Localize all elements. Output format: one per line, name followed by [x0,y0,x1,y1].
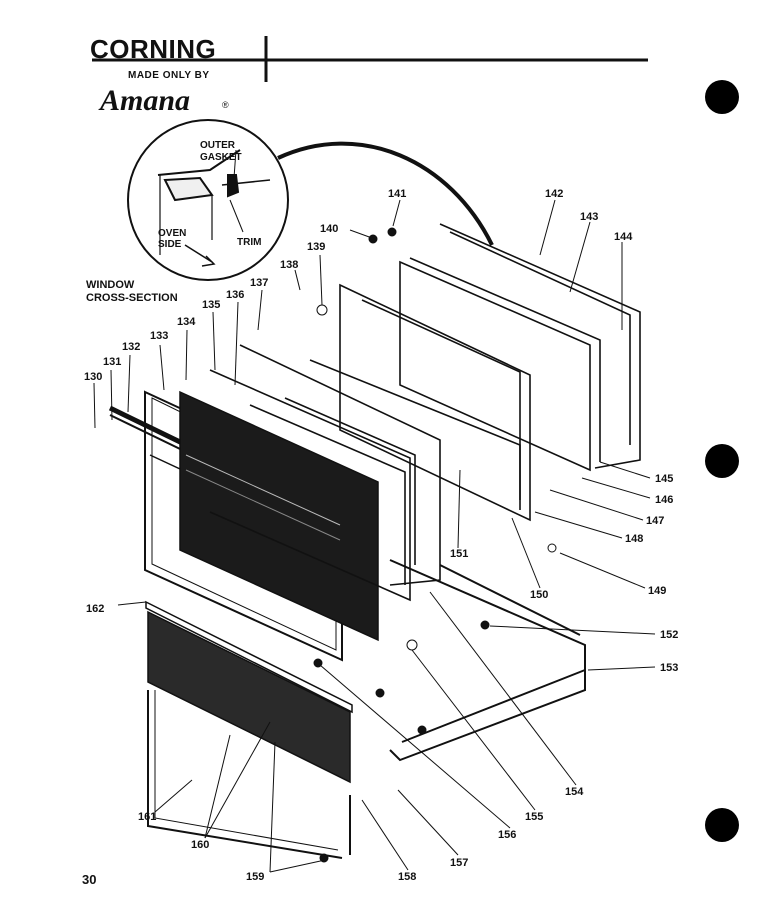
oven-side-label-1: OVEN [158,228,186,239]
lower-vent-grille [145,600,353,859]
part-label-147: 147 [646,515,664,527]
part-label-146: 146 [655,494,673,506]
middle-door-panels [209,223,641,602]
binder-hole-3 [705,808,739,842]
window-caption-2: CROSS-SECTION [86,292,178,304]
trim-label: TRIM [237,237,261,248]
part-label-161: 161 [138,811,156,823]
window-cross-section-inset [127,119,494,281]
part-label-156: 156 [498,829,516,841]
leader-lines [93,199,656,873]
part-label-138: 138 [280,259,298,271]
registered-mark: ® [222,100,229,110]
part-label-150: 150 [530,589,548,601]
part-label-149: 149 [648,585,666,597]
part-label-152: 152 [660,629,678,641]
door-bottom-panel [389,559,586,762]
part-label-157: 157 [450,857,468,869]
part-label-135: 135 [202,299,220,311]
part-label-144: 144 [614,231,633,243]
part-label-145: 145 [655,473,673,485]
part-label-143: 143 [580,211,598,223]
part-label-154: 154 [565,786,584,798]
hardware-pieces [313,227,557,863]
outer-gasket-label-2: GASKET [200,152,242,163]
part-label-153: 153 [660,662,678,674]
part-label-151: 151 [450,548,468,560]
header-rules [92,36,648,82]
outer-gasket-label-1: OUTER [200,140,236,151]
part-number-labels: 130 131 132 133 134 135 136 137 138 139 … [84,188,678,883]
part-label-133: 133 [150,330,168,342]
part-label-132: 132 [122,341,140,353]
part-label-131: 131 [103,356,121,368]
part-label-160: 160 [191,839,209,851]
part-label-136: 136 [226,289,244,301]
part-label-139: 139 [307,241,325,253]
made-by-text: MADE ONLY BY [128,70,210,81]
part-label-155: 155 [525,811,543,823]
part-label-130: 130 [84,371,102,383]
maker-logo-amana: Amana [100,84,191,117]
part-label-137: 137 [250,277,268,289]
binder-hole-2 [705,444,739,478]
part-label-142: 142 [545,188,563,200]
part-label-140: 140 [320,223,338,235]
binder-hole-1 [705,80,739,114]
part-label-134: 134 [177,316,196,328]
part-label-159: 159 [246,871,264,883]
part-label-141: 141 [388,188,406,200]
oven-side-label-2: SIDE [158,239,182,250]
part-label-158: 158 [398,871,416,883]
inset-labels: OUTER GASKET OVEN SIDE TRIM WINDOW CROSS… [86,140,261,304]
dark-window-glass [179,390,379,642]
window-caption-1: WINDOW [86,279,135,291]
page-number: 30 [82,872,97,887]
part-label-162: 162 [86,603,104,615]
part-label-148: 148 [625,533,643,545]
